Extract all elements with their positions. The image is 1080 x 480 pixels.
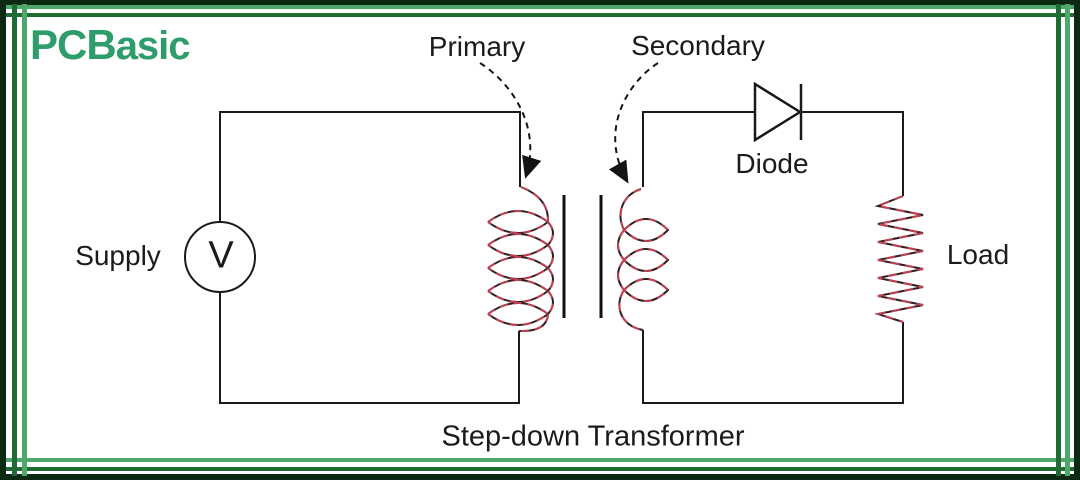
logo-rest-text: asic [115, 24, 191, 68]
secondary-circuit-wires [642, 111, 904, 404]
load-resistor-zigzag [874, 195, 924, 323]
primary-circuit-wires [219, 111, 521, 404]
supply-label: Supply [75, 240, 161, 271]
secondary-annotation-arrow [608, 62, 659, 184]
secondary-winding-coil [617, 188, 670, 331]
secondary-label: Secondary [631, 30, 765, 61]
primary-winding-coil [487, 186, 554, 333]
supply-source-circle [184, 221, 256, 293]
transformer-core [562, 195, 603, 318]
primary-label: Primary [428, 31, 526, 62]
diode-label: Diode [735, 148, 809, 179]
pcbasic-logo: PCBasic [30, 21, 191, 68]
primary-annotation-arrow [479, 62, 542, 179]
logo-bold-text: PCB [30, 21, 117, 68]
load-label: Load [946, 239, 1010, 270]
caption-step-down-transformer: Step-down Transformer [441, 420, 745, 453]
diode-symbol [753, 81, 803, 143]
supply-symbol-v: V [208, 234, 234, 277]
